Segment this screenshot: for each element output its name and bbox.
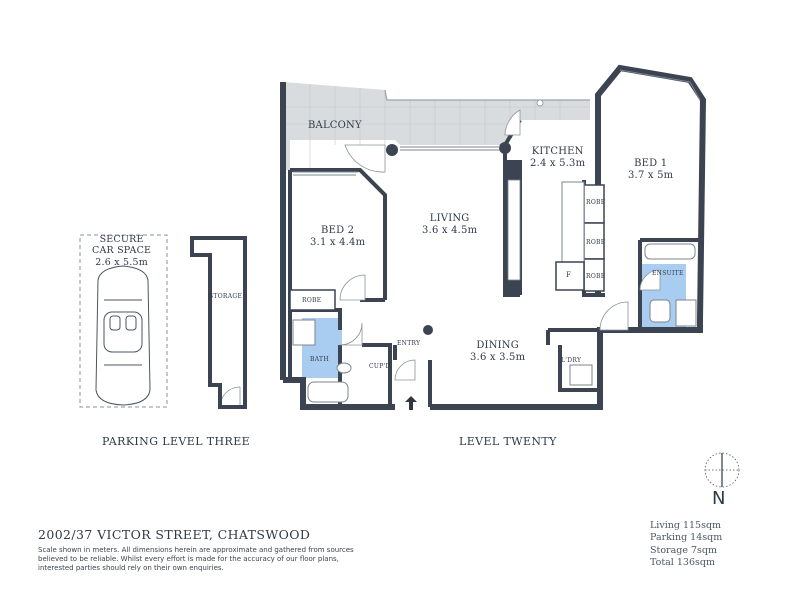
label-fridge: F <box>566 271 572 279</box>
north-label: N <box>712 488 726 509</box>
door-swings <box>219 109 661 408</box>
label-robe-1: ROBE <box>586 199 606 206</box>
kitchen-island <box>561 181 585 263</box>
area-parking: Parking 14sqm <box>650 532 723 544</box>
area-total: Total 136sqm <box>650 557 715 569</box>
kitchen-bench <box>507 179 521 281</box>
area-summary: Living 115sqm Parking 14sqm Storage 7sqm… <box>650 520 722 569</box>
label-balcony: BALCONY <box>308 120 362 131</box>
balcony-balustrade <box>384 89 590 101</box>
bed2-dims: 3.1 x 4.4m <box>310 237 366 248</box>
label-dining: DINING 3.6 x 3.5m <box>470 340 525 364</box>
balcony-post <box>536 99 544 107</box>
living-name: LIVING <box>429 213 470 224</box>
label-parking-level: PARKING LEVEL THREE <box>102 435 251 448</box>
disclaimer-text: Scale shown in meters. All dimensions he… <box>38 546 354 573</box>
column <box>386 144 398 156</box>
area-storage: Storage 7sqm <box>650 544 717 556</box>
label-kitchen: KITCHEN 2.4 x 5.3m <box>530 146 585 170</box>
bed1-dims: 3.7 x 5m <box>628 170 674 181</box>
dining-dims: 3.6 x 3.5m <box>470 352 526 363</box>
label-cupboard: CUP'D <box>369 363 391 370</box>
fridge <box>555 261 585 291</box>
kitchen-dims: 2.4 x 5.3m <box>530 158 586 169</box>
label-entry: ENTRY <box>397 340 421 347</box>
label-main-level: LEVEL TWENTY <box>459 435 557 448</box>
dining-name: DINING <box>476 340 519 351</box>
label-ensuite: ENSUITE <box>652 270 684 277</box>
property-address-title: 2002/37 VICTOR STREET, CHATSWOOD <box>38 527 311 542</box>
windows <box>293 69 701 176</box>
area-living: Living 115sqm <box>650 520 722 531</box>
car-illustration <box>95 265 151 406</box>
bed1-robes <box>583 184 605 292</box>
internal-walls <box>288 118 700 407</box>
car-space-dims: 2.6 x 5.5m <box>95 256 148 268</box>
label-robe-2: ROBE <box>586 239 606 246</box>
label-laundry: L'DRY <box>561 357 582 364</box>
car-space-name: SECURE CAR SPACE <box>92 234 152 257</box>
bath-fixtures <box>292 243 697 403</box>
label-robe-bed2: ROBE <box>302 297 322 304</box>
label-storage: STORAGE <box>209 293 243 300</box>
column <box>499 142 511 154</box>
label-bed1: BED 1 3.7 x 5m <box>628 158 673 182</box>
balcony-tile-grid <box>283 84 590 170</box>
entry-arrow <box>405 396 417 410</box>
bed1-name: BED 1 <box>634 158 668 169</box>
storage-outline <box>190 236 247 409</box>
bed2-robe <box>289 289 336 311</box>
bed2-name: BED 2 <box>321 225 355 236</box>
living-dims: 3.6 x 4.5m <box>422 225 478 236</box>
compass-icon <box>704 452 740 488</box>
label-robe-3: ROBE <box>586 273 606 280</box>
kitchen-name: KITCHEN <box>531 146 584 157</box>
label-bed2: BED 2 3.1 x 4.4m <box>310 225 365 249</box>
column <box>423 325 433 335</box>
label-bath: BATH <box>310 356 329 363</box>
label-living: LIVING 3.6 x 4.5m <box>422 213 477 237</box>
label-car-space: SECURE CAR SPACE 2.6 x 5.5m <box>92 234 151 268</box>
car-space-outline <box>79 234 168 408</box>
